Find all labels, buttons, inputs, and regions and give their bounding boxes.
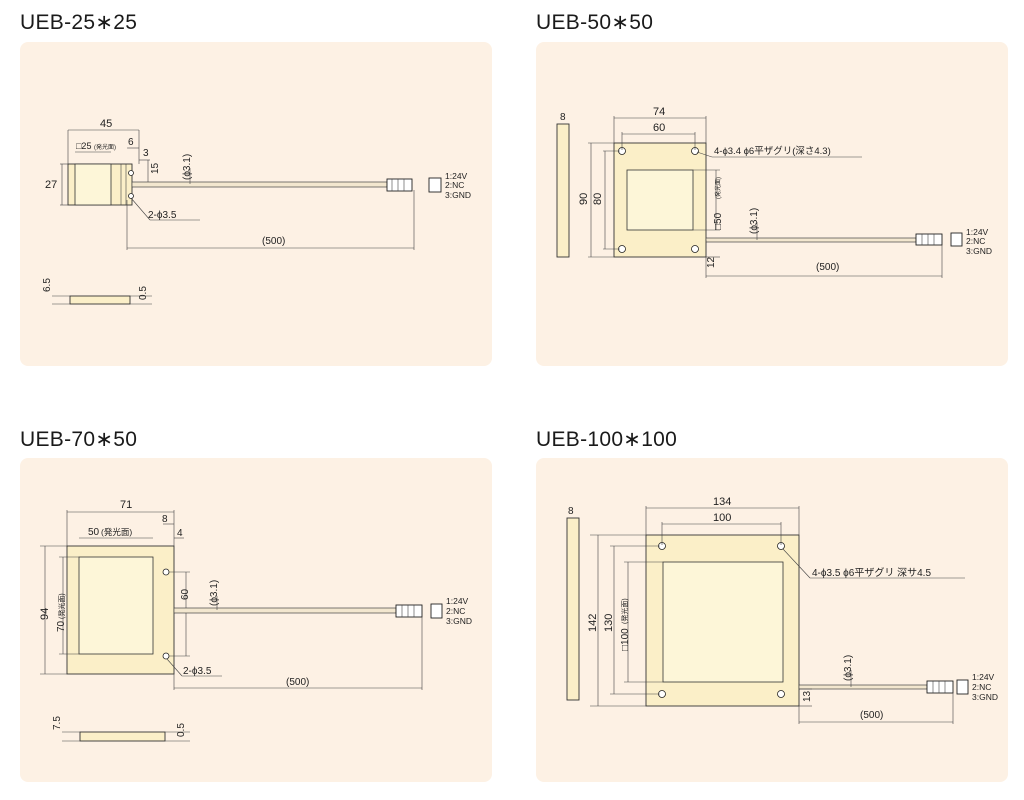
emitting-area	[78, 556, 154, 655]
led-body-side-view	[566, 517, 580, 701]
connector	[926, 680, 954, 694]
emitting-area	[626, 169, 694, 231]
led-body-side-view	[69, 295, 131, 305]
dim-edge-3: 3	[143, 148, 149, 159]
emitting-area	[74, 163, 112, 206]
emitting-area-note: (発光面)	[620, 598, 629, 624]
emitting-area-note: (発光面)	[714, 177, 722, 199]
hole-spec: 2-ϕ3.5	[148, 210, 177, 221]
pin-1: 1:24V	[966, 227, 989, 237]
emitting-width-note: (発光面)	[101, 527, 132, 537]
cable	[173, 607, 397, 614]
pin-3: 3:GND	[972, 692, 998, 702]
dim-width: 45	[100, 118, 112, 130]
dim-hole-offset: 8	[162, 514, 168, 525]
hole-spec: 4-ϕ3.5 ϕ6平ザグリ 深サ4.5	[812, 566, 931, 579]
dim-side-thickness: 0.5	[176, 723, 187, 737]
drawing-ueb-50x50: 8 74 60 4-ϕ3.4 ϕ6平ザグリ(深さ4.3) 90 80 □	[556, 106, 992, 278]
mounting-hole	[128, 170, 134, 176]
dim-hole-offset: 6	[128, 137, 134, 148]
dim-side-height: 7.5	[52, 716, 63, 730]
cable	[705, 237, 917, 243]
emitting-area	[662, 561, 784, 683]
dim-side-thickness: 0.5	[138, 286, 149, 300]
drawing-ueb-70x50: 71 8 4 50 (発光面) 94 70 (発光面) 60 (ϕ3.1) 1:	[39, 499, 472, 742]
mounting-hole	[162, 652, 170, 660]
cable-length: (500)	[262, 236, 285, 247]
pin-2: 2:NC	[972, 682, 991, 692]
model-title-ueb-50x50: UEB-50∗50	[536, 11, 654, 34]
cable-length: (500)	[816, 262, 839, 273]
connector-face-icon	[956, 679, 969, 695]
pin-2: 2:NC	[966, 236, 985, 246]
mounting-hole	[777, 690, 785, 698]
dim-width: 134	[713, 496, 731, 508]
dim-side-height: 6.5	[42, 278, 53, 292]
dim-emitting-area: □25	[76, 141, 91, 151]
pin-1: 1:24V	[446, 596, 469, 606]
dim-emitting-width: 50	[88, 527, 100, 538]
pin-2: 2:NC	[445, 180, 464, 190]
dim-height: 90	[578, 193, 590, 205]
dim-thickness: 8	[560, 112, 566, 123]
drawing-ueb-100x100: 8 134 100 4-ϕ3.5 ϕ6平ザグリ 深サ4.5 142 130	[566, 496, 998, 724]
cable	[798, 684, 928, 690]
dim-hole-pitch-vertical: 130	[603, 614, 615, 632]
cable-length: (500)	[286, 677, 309, 688]
pin-3: 3:GND	[445, 190, 471, 200]
dim-height: 94	[39, 608, 51, 620]
connector	[395, 604, 423, 618]
model-title-ueb-25x25: UEB-25∗25	[20, 11, 138, 34]
dim-hole-pitch-vertical: 80	[592, 193, 604, 205]
pin-3: 3:GND	[446, 616, 472, 626]
emitting-area-note: (発光面)	[94, 143, 116, 151]
dim-edge-4: 4	[177, 528, 183, 539]
cable-diameter: (ϕ3.1)	[843, 655, 854, 681]
dim-width: 71	[120, 499, 132, 511]
connector-face-icon	[428, 177, 442, 193]
dim-emitting-area: □100	[620, 628, 631, 651]
model-title-ueb-100x100: UEB-100∗100	[536, 428, 678, 451]
dim-height: 142	[587, 614, 599, 632]
cable-diameter: (ϕ3.1)	[749, 208, 760, 234]
connector	[915, 233, 943, 246]
drawing-ueb-25x25: 45 6 □25 (発光面) 3 15 27 (ϕ3.1) 1:24V 2:NC…	[42, 118, 471, 305]
dim-cable-offset: 13	[802, 690, 813, 702]
mounting-hole	[691, 245, 699, 253]
pin-3: 3:GND	[966, 246, 992, 256]
hole-spec: 4-ϕ3.4 ϕ6平ザグリ(深さ4.3)	[714, 145, 831, 157]
model-title-ueb-70x50: UEB-70∗50	[20, 428, 138, 451]
cable-diameter: (ϕ3.1)	[209, 580, 220, 606]
dim-15: 15	[150, 162, 161, 174]
cable-diameter: (ϕ3.1)	[182, 154, 193, 180]
dim-emitting-area: □50	[713, 212, 724, 230]
led-body-side-view	[556, 123, 570, 258]
led-body-side-view	[79, 731, 166, 742]
pin-1: 1:24V	[445, 171, 468, 181]
pin-2: 2:NC	[446, 606, 465, 616]
dim-thickness: 8	[568, 506, 574, 517]
connector-face-icon	[950, 232, 963, 247]
dim-width: 74	[653, 106, 665, 118]
connector	[386, 178, 413, 192]
hole-spec: 2-ϕ3.5	[183, 666, 212, 677]
dim-emitting-height: 70	[56, 620, 67, 632]
dim-hole-pitch: 60	[180, 588, 191, 600]
dim-hole-pitch: 60	[653, 122, 665, 134]
dim-cable-offset: 12	[706, 256, 717, 268]
cable	[131, 181, 388, 188]
connector-face-icon	[430, 603, 443, 619]
mounting-hole	[162, 568, 170, 576]
dim-height: 27	[45, 179, 57, 191]
emitting-height-note: (発光面)	[57, 593, 66, 619]
dim-hole-pitch: 100	[713, 512, 731, 524]
mounting-hole	[128, 193, 134, 199]
cable-length: (500)	[860, 710, 883, 721]
pin-1: 1:24V	[972, 672, 995, 682]
